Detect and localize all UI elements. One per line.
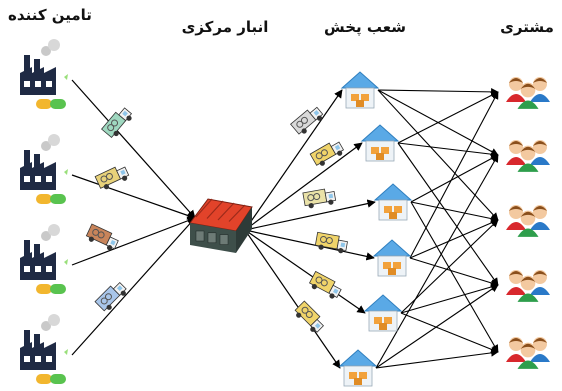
delivery-truck-icon <box>309 141 345 166</box>
edge-warehouse-branch-5 <box>244 229 366 314</box>
delivery-truck-icon <box>94 166 130 190</box>
edge-warehouse-branch-2 <box>244 142 363 231</box>
house-icon <box>363 294 403 332</box>
edge-warehouse-branch-4 <box>244 229 375 261</box>
house-icon <box>373 183 413 221</box>
house-icon <box>360 124 400 162</box>
edge-branch-customer-15 <box>400 312 499 353</box>
house-icon <box>340 71 380 109</box>
delivery-truck-icon <box>94 281 127 312</box>
edge-branch-customer-4 <box>397 91 499 144</box>
edge-branch-customer-10 <box>409 91 499 259</box>
edge-branch-customer-16 <box>375 154 499 369</box>
delivery-truck-icon <box>290 106 324 135</box>
people-group-icon <box>506 77 550 109</box>
people-group-icon <box>506 270 550 302</box>
edge-branch-customer-5 <box>397 142 499 158</box>
house-icon <box>372 239 412 277</box>
header-warehouse: انبار مرکزی <box>181 18 269 36</box>
factory-icon <box>20 314 68 384</box>
header-branches: شعب پخش <box>324 18 406 36</box>
edge-branch-customer-18 <box>375 349 499 369</box>
edge-warehouse-branch-6 <box>244 229 341 369</box>
edge-branch-customer-13 <box>400 219 499 314</box>
edge-branch-customer-3 <box>377 89 499 221</box>
delivery-truck-icon <box>85 223 119 251</box>
edge-branch-customer-8 <box>410 201 499 223</box>
house-icon <box>338 349 378 387</box>
warehouse-icon <box>189 198 253 253</box>
edge-supplier-warehouse-1 <box>71 79 196 219</box>
delivery-truck-icon <box>308 270 342 299</box>
delivery-truck-icon <box>302 188 337 209</box>
edge-branch-customer-11 <box>409 219 499 259</box>
header-supplier: تامین کننده <box>8 6 92 24</box>
edge-branch-customer-12 <box>409 257 499 287</box>
edge-supplier-warehouse-2 <box>71 174 196 220</box>
delivery-truck-icon <box>314 231 348 254</box>
people-group-icon <box>506 205 550 237</box>
edge-warehouse-branch-3 <box>244 199 376 231</box>
factory-icon <box>20 134 68 204</box>
edge-branch-customer-17 <box>375 284 499 369</box>
edge-branch-customer-6 <box>397 142 499 286</box>
delivery-truck-icon <box>294 300 325 333</box>
delivery-truck-icon <box>101 107 133 139</box>
people-group-icon <box>506 140 550 172</box>
edge-supplier-warehouse-4 <box>71 217 196 356</box>
header-customer: مشتری <box>500 18 554 36</box>
people-group-icon <box>506 337 550 369</box>
factory-icon <box>20 224 68 294</box>
edge-warehouse-branch-1 <box>244 89 343 231</box>
edge-branch-customer-1 <box>377 88 499 96</box>
edge-branch-customer-14 <box>400 283 499 314</box>
edge-branch-customer-7 <box>410 154 499 203</box>
edge-branch-customer-9 <box>410 201 499 353</box>
edge-supplier-warehouse-3 <box>71 216 196 266</box>
factory-icon <box>20 39 68 109</box>
